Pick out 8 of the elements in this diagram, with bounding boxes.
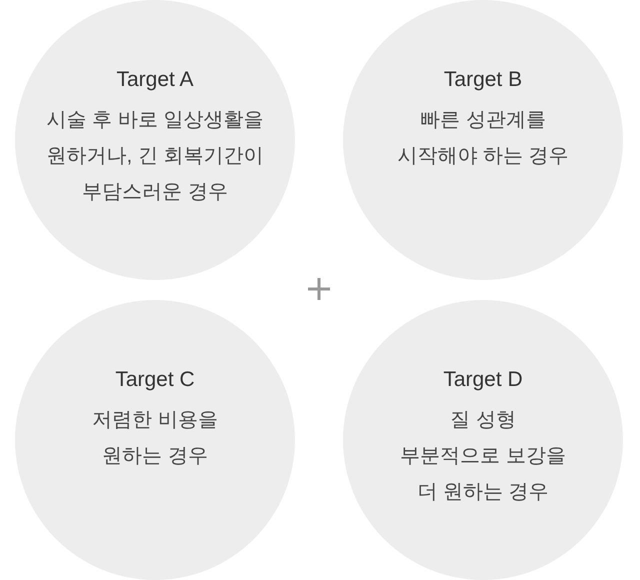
circle-title: Target B — [444, 67, 522, 93]
circle-description: 빠른 성관계를 시작해야 하는 경우 — [396, 108, 570, 169]
circle-description: 시술 후 바로 일상생활을 원하거나, 긴 회복기간이 부담스러운 경우 — [46, 108, 264, 205]
circle-title: Target C — [115, 367, 195, 393]
circle-title: Target D — [443, 367, 523, 393]
circle-description: 질 성형 부분적으로 보강을 더 원하는 경우 — [400, 408, 566, 505]
circle-title: Target A — [116, 67, 194, 93]
circle-description: 저렴한 비용을 원하는 경우 — [91, 408, 219, 469]
